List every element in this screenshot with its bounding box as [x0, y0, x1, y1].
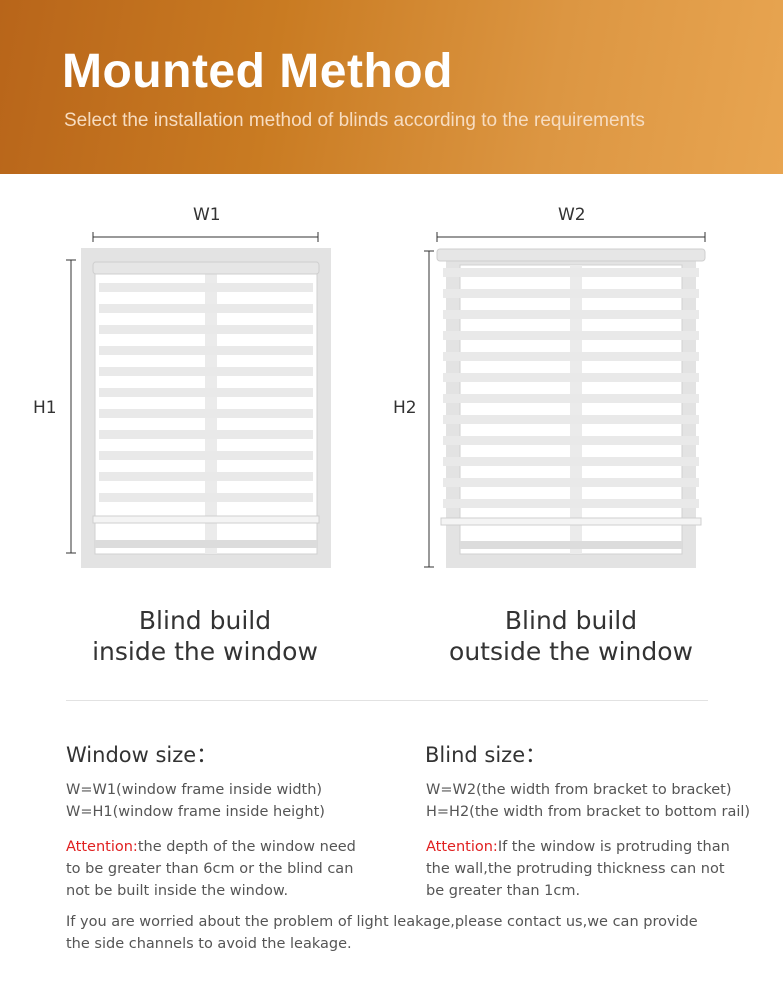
page-title: Mounted Method — [62, 45, 453, 98]
blind-attention-text-1: If the window is protruding than — [497, 839, 730, 855]
outside-caption-line1: Blind build — [504, 606, 638, 635]
leakage-note: If you are worried about the problem of … — [66, 911, 698, 955]
window-size-formulas: W=W1(window frame inside width) W=H1(win… — [66, 779, 325, 823]
leakage-note-line-2: the side channels to avoid the leakage. — [66, 936, 352, 952]
window-size-attention: Attention:the depth of the window need t… — [66, 836, 356, 902]
window-attention-text-2: to be greater than 6cm or the blind can — [66, 861, 354, 877]
window-size-width-formula: W=W1(window frame inside width) — [66, 782, 323, 798]
width-label-w2: W2 — [558, 205, 586, 225]
blind-size-width-formula: W=W2(the width from bracket to bracket) — [426, 782, 732, 798]
page-subtitle: Select the installation method of blinds… — [64, 110, 645, 131]
blind-attention-label: Attention: — [426, 839, 498, 855]
outside-caption-line2: outside the window — [449, 637, 693, 666]
blind-size-attention: Attention:If the window is protruding th… — [426, 836, 730, 902]
header-banner: Mounted Method Select the installation m… — [0, 0, 783, 174]
inside-mount-diagram — [66, 232, 331, 568]
width-label-w1: W1 — [193, 205, 221, 225]
window-attention-text-3: not be built inside the window. — [66, 883, 289, 899]
window-size-height-formula: W=H1(window frame inside height) — [66, 804, 325, 820]
outside-mount-diagram — [424, 232, 706, 568]
window-attention-label: Attention: — [66, 839, 138, 855]
height-label-h2: H2 — [393, 398, 417, 418]
inside-caption-line1: Blind build — [138, 606, 272, 635]
blind-size-formulas: W=W2(the width from bracket to bracket) … — [426, 779, 750, 823]
window-size-title: Window size： — [66, 743, 218, 767]
blind-attention-text-3: be greater than 1cm. — [426, 883, 581, 899]
leakage-note-line-1: If you are worried about the problem of … — [66, 914, 698, 930]
inside-caption-line2: inside the window — [92, 637, 318, 666]
height-label-h1: H1 — [33, 398, 57, 418]
section-divider — [66, 700, 708, 701]
blind-attention-text-2: the wall,the protruding thickness can no… — [426, 861, 725, 877]
window-attention-text-1: the depth of the window need — [137, 839, 356, 855]
blind-size-title: Blind size： — [425, 743, 547, 767]
blind-size-height-formula: H=H2(the width from bracket to bottom ra… — [426, 804, 751, 820]
